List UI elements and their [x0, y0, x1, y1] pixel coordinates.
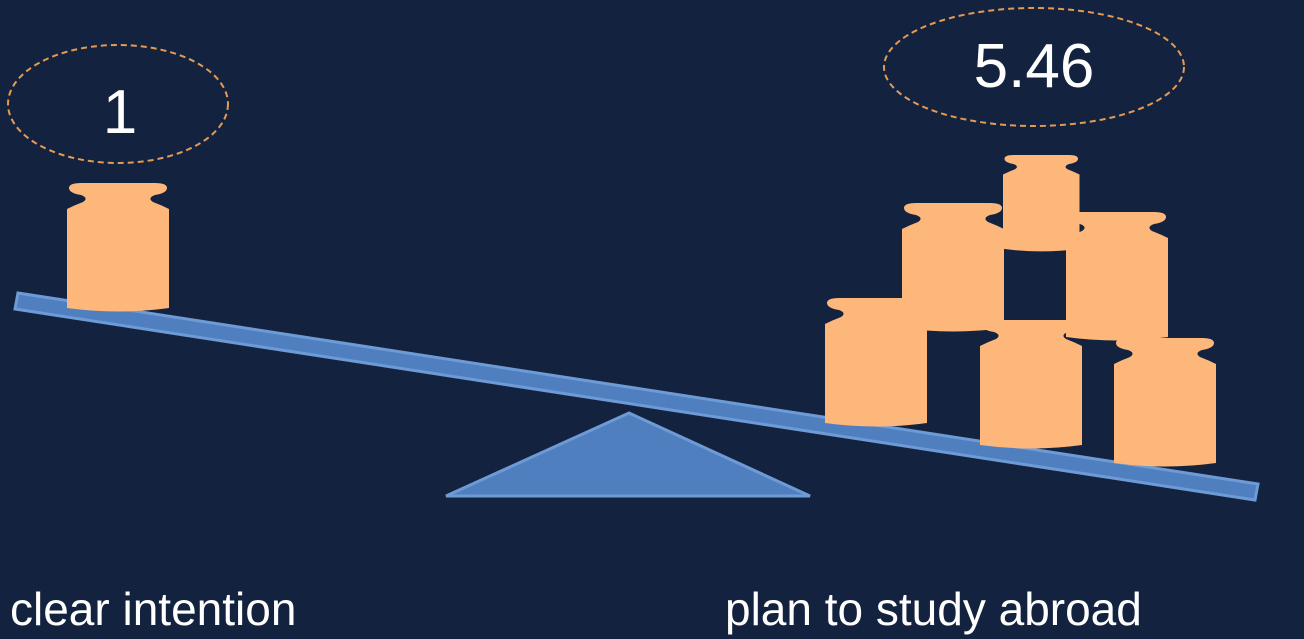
right-weight-value: 5.46: [973, 32, 1095, 101]
left-weight-value: 1: [102, 78, 138, 147]
weight-icon: [1066, 212, 1168, 341]
right-label: plan to study abroad: [725, 583, 1142, 635]
fulcrum: [445, 411, 811, 498]
left-value-ellipse: [7, 44, 229, 164]
weight-icon: [902, 203, 1004, 332]
weight-icon: [67, 183, 169, 312]
right-value-ellipse: [883, 7, 1185, 127]
left-label: clear intention: [10, 583, 297, 635]
weight-icon: [980, 320, 1082, 449]
weight-icon: [1003, 155, 1080, 252]
weight-icon: [1114, 338, 1216, 467]
weight-icon: [825, 298, 927, 427]
